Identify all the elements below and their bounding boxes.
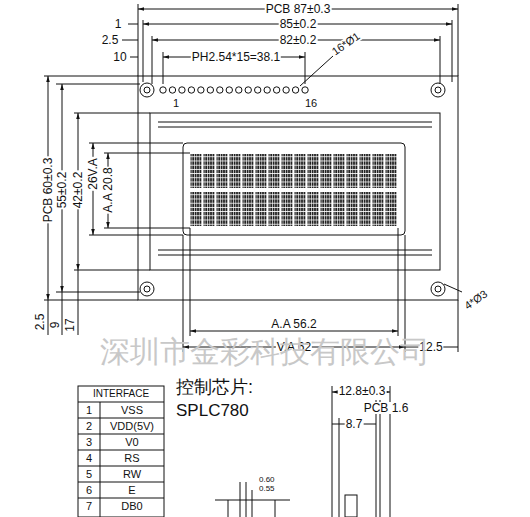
dimension: PCB 87±0.3	[265, 3, 332, 15]
hole-callout: 16*Ø1	[329, 30, 363, 58]
signal-name: RS	[123, 453, 140, 464]
pin-number: 4	[85, 453, 93, 464]
pin-hole	[160, 87, 166, 93]
signal-name: RW	[122, 469, 142, 480]
pin-number: 1	[172, 98, 180, 109]
pin-number: 5	[85, 469, 93, 480]
table-line	[78, 434, 164, 435]
pin-number: 7	[85, 501, 93, 512]
table-header: INTERFACE	[92, 389, 150, 399]
dimension: 17	[64, 317, 76, 332]
pin-hole	[273, 87, 279, 93]
pin-hole	[198, 87, 204, 93]
dimension: 1	[114, 18, 123, 30]
table-line	[78, 466, 164, 467]
dimension: 85±0.2	[279, 18, 318, 30]
dimension: 55±0.2	[56, 171, 68, 210]
signal-name: E	[127, 485, 136, 496]
signal-name: VSS	[120, 405, 144, 416]
signal-name: DB0	[120, 501, 143, 512]
dimension: 82±0.2	[279, 34, 318, 46]
pin-hole	[207, 87, 213, 93]
dimension: 0.60	[258, 476, 276, 484]
signal-name: VDD(5V)	[109, 421, 155, 432]
signal-name: V0	[124, 437, 139, 448]
pin-hole	[302, 87, 308, 93]
table-line	[78, 418, 164, 419]
pin-number: 16	[304, 98, 318, 109]
dimension: A.A 20.8	[102, 166, 114, 213]
dimension: 10	[112, 51, 127, 63]
table-line	[78, 498, 164, 499]
dimension: PH2.54*15=38.1	[191, 51, 281, 63]
pin-hole	[255, 87, 261, 93]
pin-hole	[283, 87, 289, 93]
table-line	[78, 450, 164, 451]
pin-hole	[226, 87, 232, 93]
dimension: 26V.A	[87, 157, 99, 191]
dimension: 2.5	[101, 34, 120, 46]
pin-hole	[292, 87, 298, 93]
pin-hole	[236, 87, 242, 93]
pin-number: 2	[85, 421, 93, 432]
pin-number: 6	[85, 485, 93, 496]
pin-hole	[188, 87, 194, 93]
hole-callout: 4*Ø3	[462, 288, 490, 313]
dimension: 0.55	[258, 485, 276, 493]
table-line	[78, 482, 164, 483]
pin-number: 3	[85, 437, 93, 448]
pin-hole	[169, 87, 175, 93]
pin-hole	[264, 87, 270, 93]
dimension: 2.5	[34, 313, 46, 332]
pin-hole	[179, 87, 185, 93]
chip-name: SPLC780	[175, 402, 250, 419]
pin-number: 1	[85, 405, 93, 416]
dimension: A.A 56.2	[270, 318, 317, 330]
pin-hole	[245, 87, 251, 93]
dimension: PCB 1.6	[363, 402, 410, 414]
dimension: 8.7	[345, 418, 364, 430]
pin-hole	[217, 87, 223, 93]
watermark: 深圳市金彩科技有限公司	[99, 337, 431, 367]
dimension: 9	[49, 321, 61, 330]
dimension: PCB 60±0.3	[42, 157, 54, 224]
dimension: 12.8±0.3	[338, 385, 387, 397]
dimension: 42±0.2	[72, 171, 84, 210]
chip-label: 控制芯片:	[175, 378, 254, 396]
